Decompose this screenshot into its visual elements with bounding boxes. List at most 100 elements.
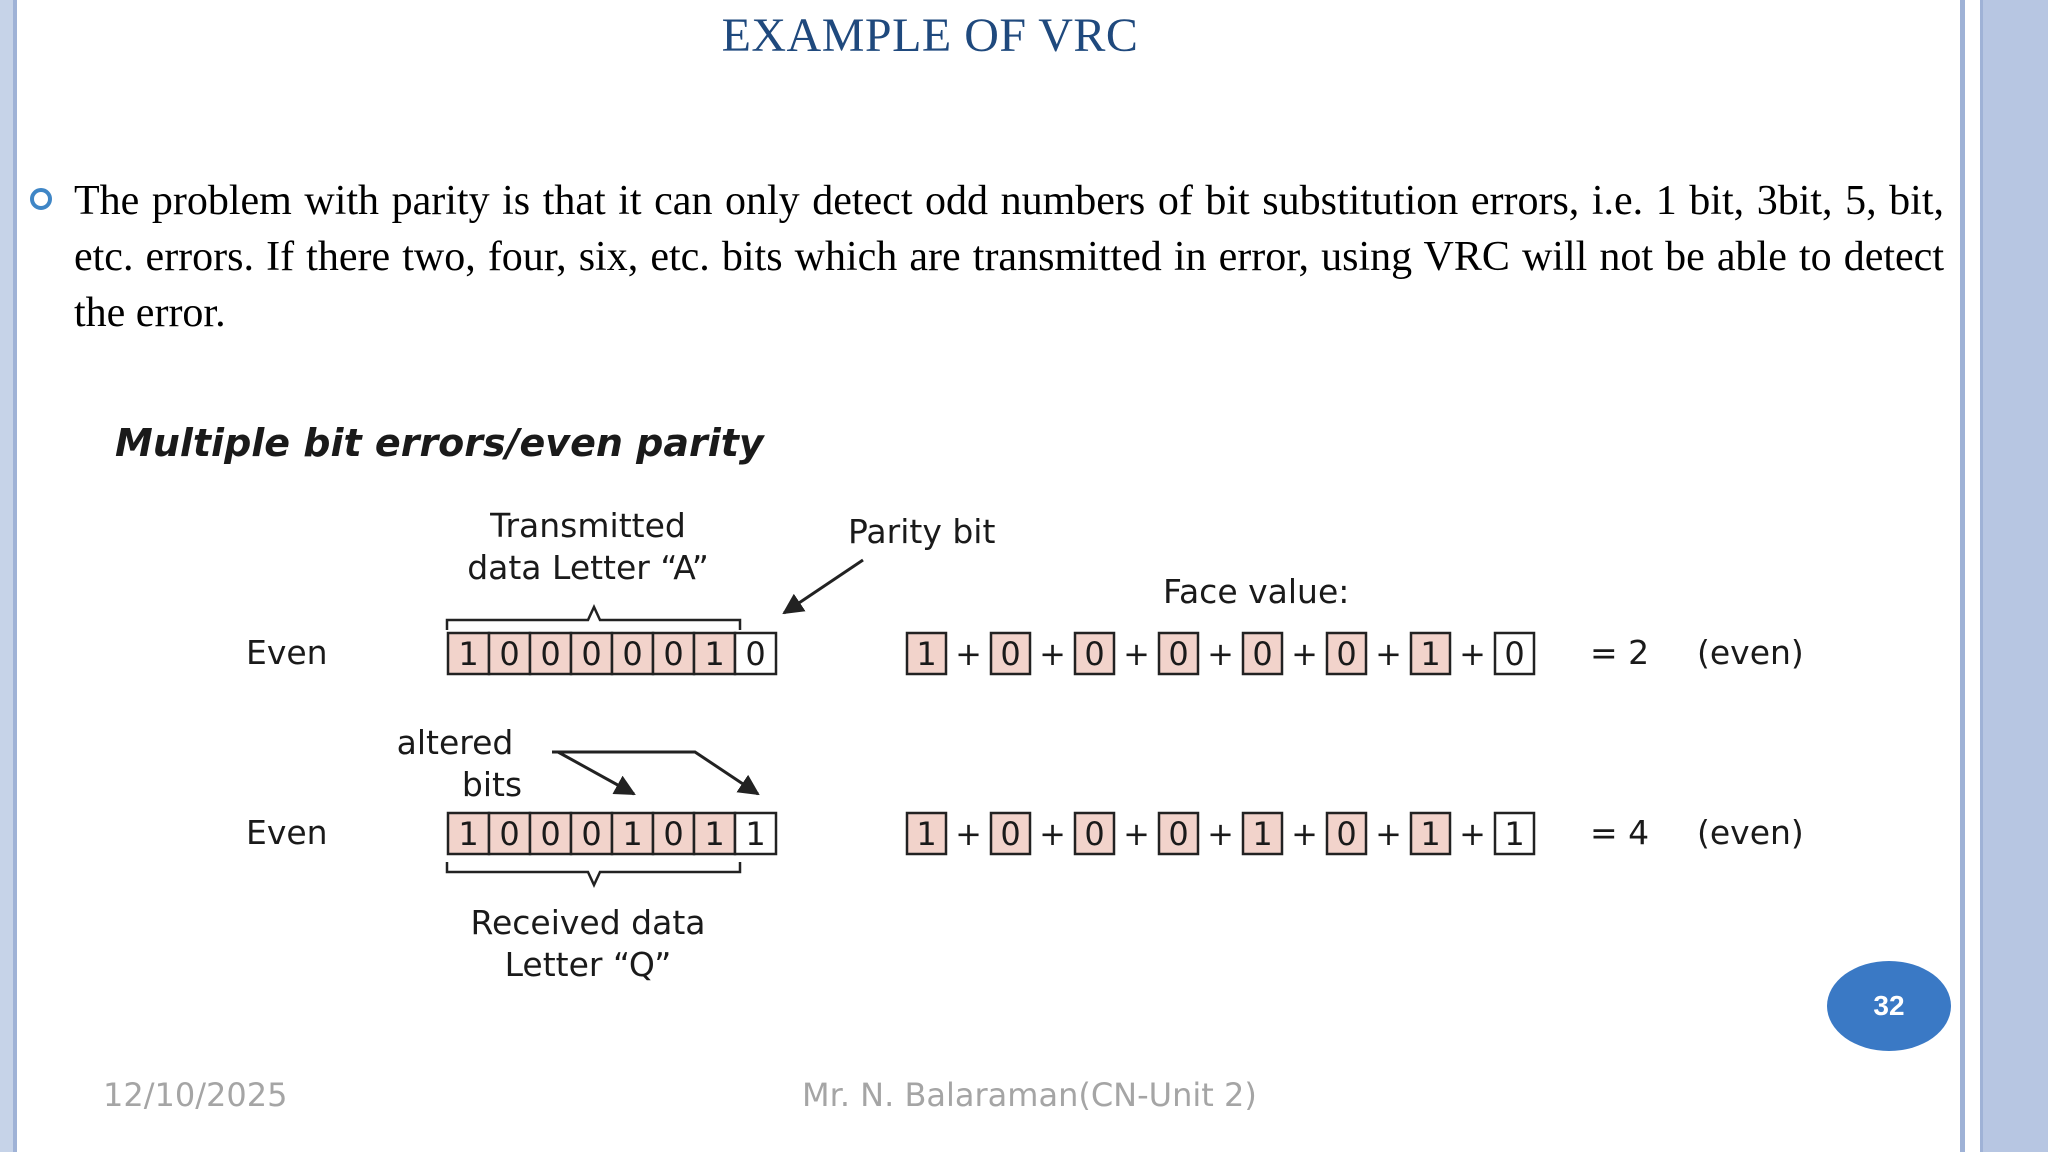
plus-sign: + (1375, 815, 1402, 853)
result-text-row1: (even) (1697, 633, 1804, 672)
figure-title: Multiple bit errors/even parity (115, 421, 766, 465)
plus-sign: + (1375, 635, 1402, 673)
altered-bits-arrow-right (552, 750, 760, 796)
right-border-edge (1980, 0, 1983, 1152)
plus-sign: + (1207, 635, 1234, 673)
register-bit-label: 0 (663, 815, 683, 853)
register-bit-label: 1 (458, 635, 478, 673)
plus-sign: + (1039, 815, 1066, 853)
plus-sign: + (955, 635, 982, 673)
plus-sign: + (955, 815, 982, 853)
face-value-bit-label: 0 (1252, 635, 1272, 673)
face-value-bit-label: 0 (1084, 635, 1104, 673)
face-value-bit-label: 1 (1420, 635, 1440, 673)
transmitted-brace (445, 604, 742, 630)
parity-bit-label: Parity bit (848, 512, 995, 551)
right-border-gap (1965, 0, 1980, 1152)
face-value-data-cell (1409, 811, 1452, 856)
face-value-data-cell (1073, 811, 1116, 856)
face-value-data-cell (905, 631, 948, 676)
face-value-data-cell (989, 811, 1032, 856)
register-data-cell (569, 811, 614, 856)
plus-sign: + (1291, 815, 1318, 853)
face-value-data-cell (1325, 811, 1368, 856)
altered-label-line1: altered (397, 723, 514, 762)
face-value-parity-cell (1493, 631, 1536, 676)
register-bit-label: 1 (622, 815, 642, 853)
register-data-cell (651, 631, 696, 676)
parity-figure: Multiple bit errors/even parity Transmit… (115, 421, 1804, 984)
footer-author: Mr. N. Balaraman(CN-Unit 2) (802, 1076, 1257, 1114)
register-parity-cell (733, 811, 778, 856)
received-brace (445, 862, 742, 888)
face-value-bit-label: 0 (1000, 815, 1020, 853)
plus-sign: + (1207, 815, 1234, 853)
parity-bit-arrow (782, 558, 864, 615)
face-value-data-cell (1157, 631, 1200, 676)
register-data-cell (487, 631, 532, 676)
face-value-data-cell (1241, 811, 1284, 856)
face-value-bit-label: 1 (916, 635, 936, 673)
plus-sign: + (1123, 815, 1150, 853)
plus-sign: + (1291, 635, 1318, 673)
face-value-bit-label: 0 (1168, 815, 1188, 853)
register-bit-label: 0 (581, 815, 601, 853)
register-bit-label: 1 (458, 815, 478, 853)
left-border-line (13, 0, 17, 1152)
even-label-row2: Even (246, 813, 328, 852)
register-bit-label: 0 (663, 635, 683, 673)
register-bit-label: 1 (745, 815, 765, 853)
footer-date: 12/10/2025 (103, 1076, 288, 1114)
face-value-bit-label: 1 (1252, 815, 1272, 853)
face-value-bit-label: 0 (1084, 815, 1104, 853)
face-value-data-cell (1325, 631, 1368, 676)
face-value-data-cell (1157, 811, 1200, 856)
register-bit-label: 0 (745, 635, 765, 673)
transmitted-label-line2: data Letter “A” (467, 548, 709, 587)
bullet-paragraph: The problem with parity is that it can o… (74, 178, 1944, 336)
right-border-line (1960, 0, 1965, 1152)
face-value-data-cell (989, 631, 1032, 676)
altered-bits-arrow-left (557, 750, 636, 796)
register-data-cell (446, 631, 491, 676)
register-bit-label: 0 (622, 635, 642, 673)
transmitted-label-line1: Transmitted (489, 506, 686, 545)
register-bit-label: 0 (540, 635, 560, 673)
page-number-badge: 32 (1827, 961, 1951, 1051)
sum-text-row1: = 2 (1590, 633, 1649, 672)
bullet-circle-icon (30, 188, 52, 210)
face-value-bit-label: 0 (1336, 815, 1356, 853)
altered-label-line2: bits (462, 765, 522, 804)
face-value-bit-label: 1 (1420, 815, 1440, 853)
received-label-line2: Letter “Q” (505, 945, 672, 984)
plus-sign: + (1459, 635, 1486, 673)
slide-title: EXAMPLE OF VRC (721, 9, 1139, 62)
face-value-bit-label: 0 (1504, 635, 1524, 673)
face-value-data-cell (1409, 631, 1452, 676)
even-label-row1: Even (246, 633, 328, 672)
register-data-cell (692, 631, 737, 676)
register-bit-label: 0 (540, 815, 560, 853)
plus-sign: + (1123, 635, 1150, 673)
received-label-line1: Received data (471, 903, 706, 942)
sum-text-row2: = 4 (1590, 813, 1649, 852)
left-border-band (0, 0, 13, 1152)
face-value-bit-label: 0 (1336, 635, 1356, 673)
face-value-label: Face value: (1163, 572, 1349, 611)
face-value-parity-cell (1493, 811, 1536, 856)
register-bit-label: 0 (581, 635, 601, 673)
face-value-data-cell (1073, 631, 1116, 676)
register-parity-cell (733, 631, 778, 676)
register-bit-label: 0 (499, 815, 519, 853)
result-text-row2: (even) (1697, 813, 1804, 852)
face-value-bit-label: 1 (916, 815, 936, 853)
plus-sign: + (1459, 815, 1486, 853)
right-border-band (1980, 0, 2048, 1152)
plus-sign: + (1039, 635, 1066, 673)
face-value-data-cell (1241, 631, 1284, 676)
register-data-cell (569, 631, 614, 676)
face-value-bit-label: 0 (1000, 635, 1020, 673)
register-data-cell (487, 811, 532, 856)
register-bit-label: 0 (499, 635, 519, 673)
